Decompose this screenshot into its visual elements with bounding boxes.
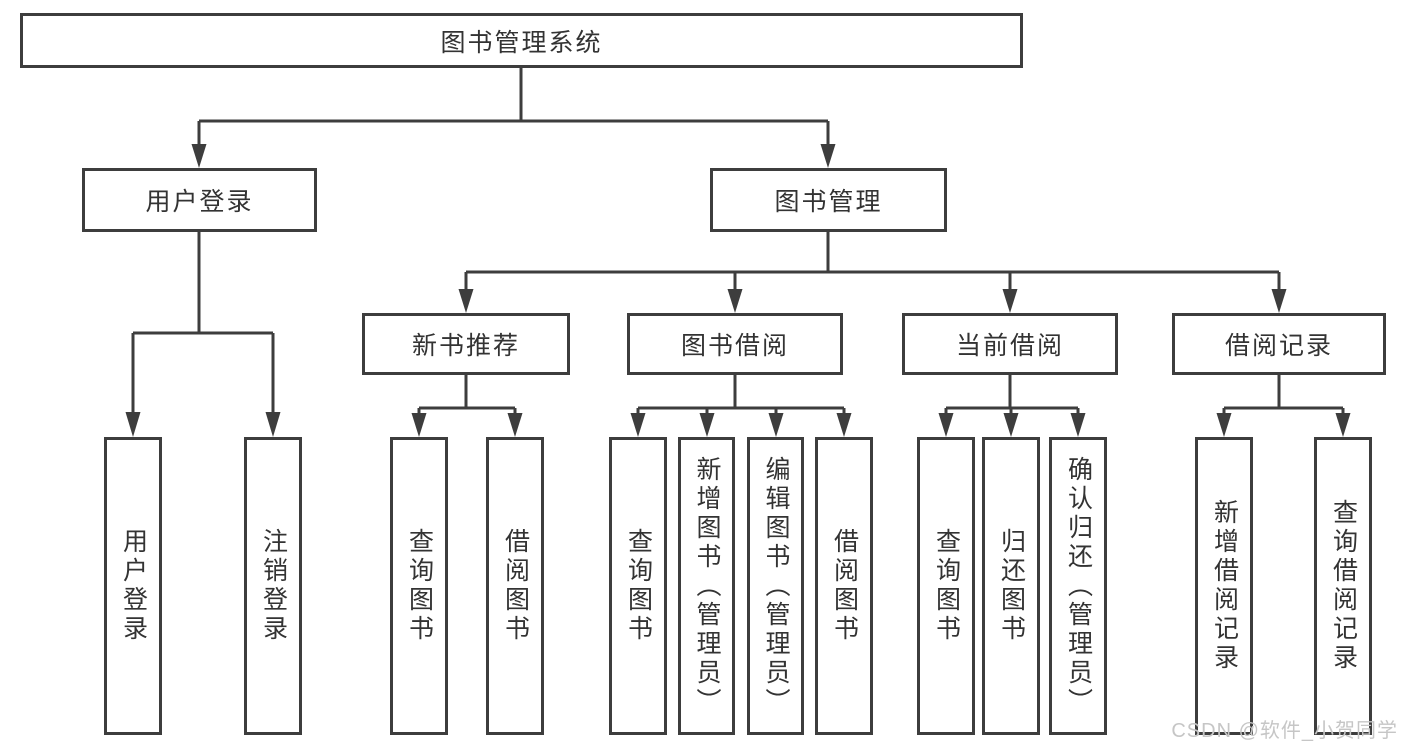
leaf-edit-books-admin: 编辑图书（管理员） — [747, 437, 804, 735]
node-root-label: 图书管理系统 — [440, 28, 603, 57]
node-book-borrowing: 图书借阅 — [627, 313, 843, 375]
node-user-login: 用户登录 — [82, 168, 317, 232]
leaf-borrow-books: 借阅图书 — [815, 437, 873, 735]
watermark: CSDN @软件_小贺同学 — [1171, 720, 1398, 742]
leaf-borrow-books-recommend-label: 借阅图书 — [501, 528, 530, 644]
leaf-query-books-recommend: 查询图书 — [390, 437, 448, 735]
leaf-add-books-admin-label: 新增图书（管理员） — [693, 455, 721, 717]
node-book-management: 图书管理 — [710, 168, 947, 232]
leaf-query-borrow-record-label: 查询借阅记录 — [1329, 499, 1358, 673]
arrowhead-book-management — [820, 144, 836, 168]
leaf-confirm-return-admin-label: 确认归还（管理员） — [1064, 455, 1093, 717]
node-book-management-label: 图书管理 — [774, 188, 883, 216]
leaf-logout-label: 注销登录 — [259, 528, 288, 644]
node-borrowing-records: 借阅记录 — [1172, 313, 1386, 375]
node-book-borrowing-label: 图书借阅 — [680, 332, 789, 360]
leaf-borrow-books-label: 借阅图书 — [830, 528, 859, 644]
leaf-confirm-return-admin: 确认归还（管理员） — [1049, 437, 1107, 735]
node-new-book-recommend-label: 新书推荐 — [411, 332, 520, 360]
node-user-login-label: 用户登录 — [145, 188, 254, 216]
arrowhead-current-borrowing — [1002, 289, 1018, 313]
arrowhead-user-login — [191, 144, 207, 168]
leaf-add-borrow-record: 新增借阅记录 — [1195, 437, 1253, 735]
leaf-query-borrow-record: 查询借阅记录 — [1314, 437, 1372, 735]
arrowhead-leaf-logout — [265, 412, 281, 437]
node-current-borrowing-label: 当前借阅 — [955, 332, 1064, 360]
node-root: 图书管理系统 — [20, 13, 1023, 68]
leaf-edit-books-admin-label: 编辑图书（管理员） — [762, 455, 790, 717]
leaf-query-books-borrowing-label: 查询图书 — [624, 528, 653, 644]
leaf-return-books: 归还图书 — [982, 437, 1040, 735]
leaf-return-books-label: 归还图书 — [997, 528, 1026, 644]
leaf-user-login-label: 用户登录 — [119, 528, 148, 644]
arrowhead-leaf-login — [125, 412, 141, 437]
leaf-add-borrow-record-label: 新增借阅记录 — [1210, 499, 1239, 673]
arrowhead-new-book-recommend — [458, 289, 474, 313]
leaf-query-books-current: 查询图书 — [917, 437, 975, 735]
node-current-borrowing: 当前借阅 — [902, 313, 1118, 375]
node-new-book-recommend: 新书推荐 — [362, 313, 570, 375]
leaf-query-books-borrowing: 查询图书 — [609, 437, 667, 735]
leaf-logout: 注销登录 — [244, 437, 302, 735]
leaf-user-login: 用户登录 — [104, 437, 162, 735]
arrowhead-borrowing-records — [1271, 289, 1287, 313]
arrowhead-book-borrowing — [727, 289, 743, 313]
leaf-query-books-recommend-label: 查询图书 — [405, 528, 434, 644]
leaf-borrow-books-recommend: 借阅图书 — [486, 437, 544, 735]
leaf-add-books-admin: 新增图书（管理员） — [678, 437, 735, 735]
leaf-query-books-current-label: 查询图书 — [932, 528, 961, 644]
node-borrowing-records-label: 借阅记录 — [1224, 332, 1333, 360]
